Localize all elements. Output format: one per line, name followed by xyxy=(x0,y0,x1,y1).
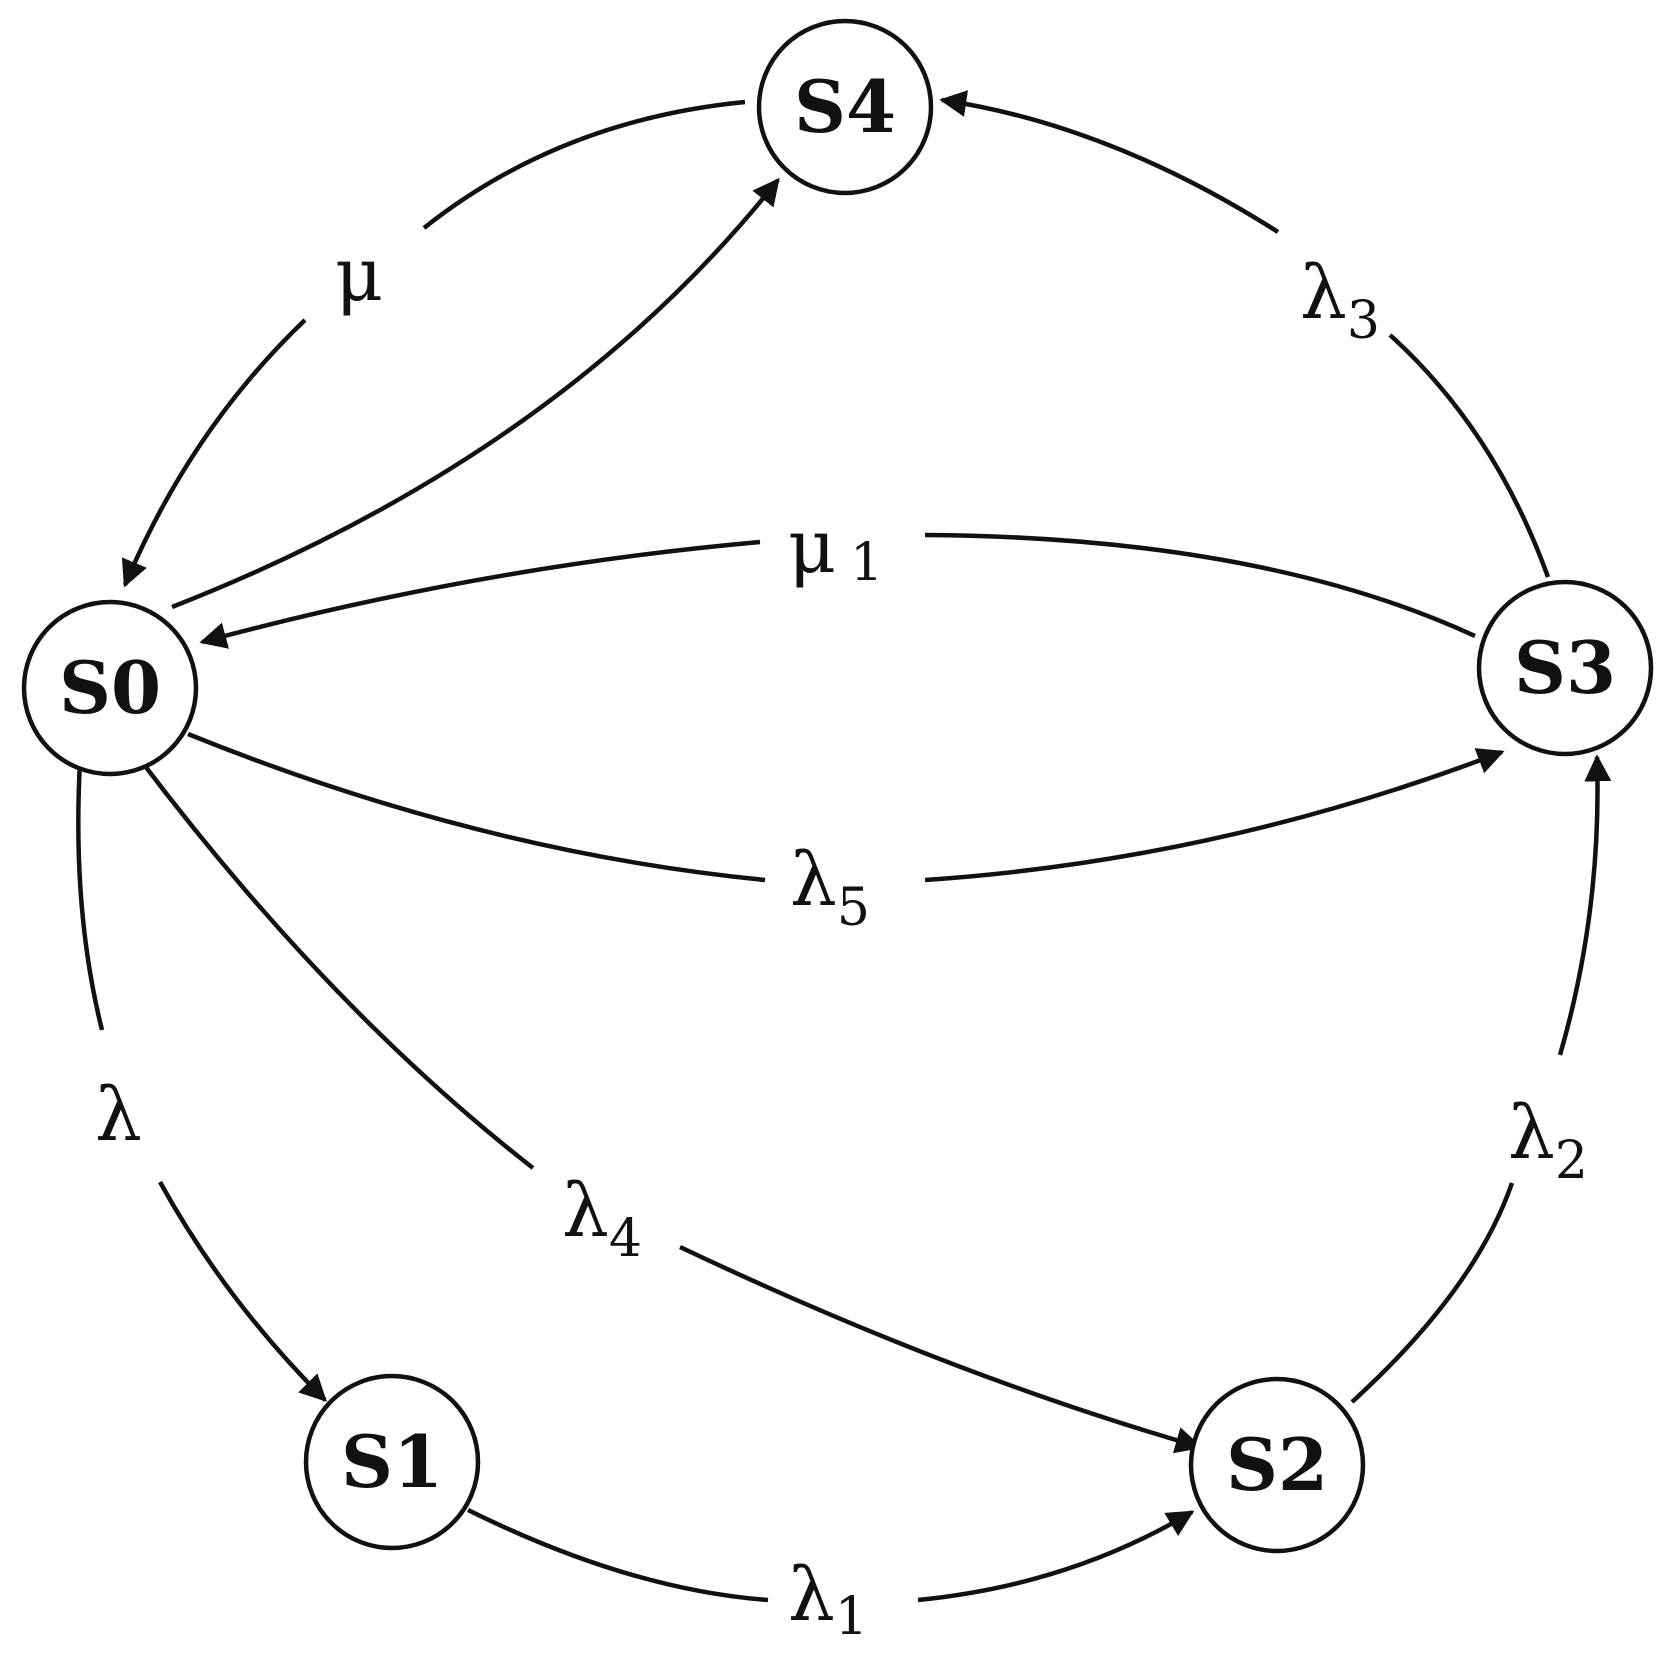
edge-label-s1-s2: λ1 xyxy=(788,1552,868,1647)
edge-label-s0-s1: λ xyxy=(95,1072,142,1158)
edge-s1-s2-right xyxy=(917,1510,1195,1603)
edge-label-s0-s3: λ5 xyxy=(790,837,870,938)
edge-s4-s0-arrow xyxy=(121,318,307,588)
edge-s0-s2-upper xyxy=(140,760,535,1170)
node-s4-label: S4 xyxy=(794,64,896,149)
edge-s4-s0 xyxy=(422,99,746,230)
node-s1-label: S1 xyxy=(341,1419,443,1504)
edge-label-s0-s2: λ4 xyxy=(562,1168,642,1269)
edge-s1-s2-left xyxy=(467,1507,769,1603)
edge-s0-s4 xyxy=(171,177,780,610)
node-s1: S1 xyxy=(303,1373,481,1551)
node-s3-label: S3 xyxy=(1514,625,1616,710)
node-s0-circle xyxy=(21,599,199,777)
edge-s0-s2-lower xyxy=(679,1244,1203,1454)
edge-s3-s0-right xyxy=(924,532,1476,639)
node-s0: S0 xyxy=(21,599,199,777)
edge-label-s4-s0: μ xyxy=(335,232,383,318)
edge-s2-s3-upper xyxy=(1557,754,1612,1056)
node-s3-circle xyxy=(1476,579,1654,757)
node-s2-label: S2 xyxy=(1226,1422,1328,1507)
edge-s3-s4-lower xyxy=(1388,333,1551,578)
edge-s0-s1-lower xyxy=(158,1180,327,1402)
edge-s0-s3-right xyxy=(924,748,1505,883)
edge-s0-s3-left xyxy=(187,731,766,883)
node-s4: S4 xyxy=(756,18,934,196)
edge-s0-s1-upper xyxy=(76,761,105,1031)
node-s2: S2 xyxy=(1188,1376,1366,1554)
node-s0-label: S0 xyxy=(59,645,161,730)
edge-s2-s3-lower xyxy=(1350,1182,1515,1404)
node-s2-circle xyxy=(1188,1376,1366,1554)
node-s4-circle xyxy=(756,18,934,196)
node-s1-circle xyxy=(303,1373,481,1551)
edge-s3-s0-left xyxy=(199,539,761,649)
edges xyxy=(76,90,1612,1603)
edge-label-s2-s3: λ2 xyxy=(1508,1090,1588,1191)
node-s3: S3 xyxy=(1476,579,1654,757)
edge-s3-s4-upper xyxy=(939,90,1280,234)
edge-label-s3-s4: λ3 xyxy=(1300,250,1380,351)
